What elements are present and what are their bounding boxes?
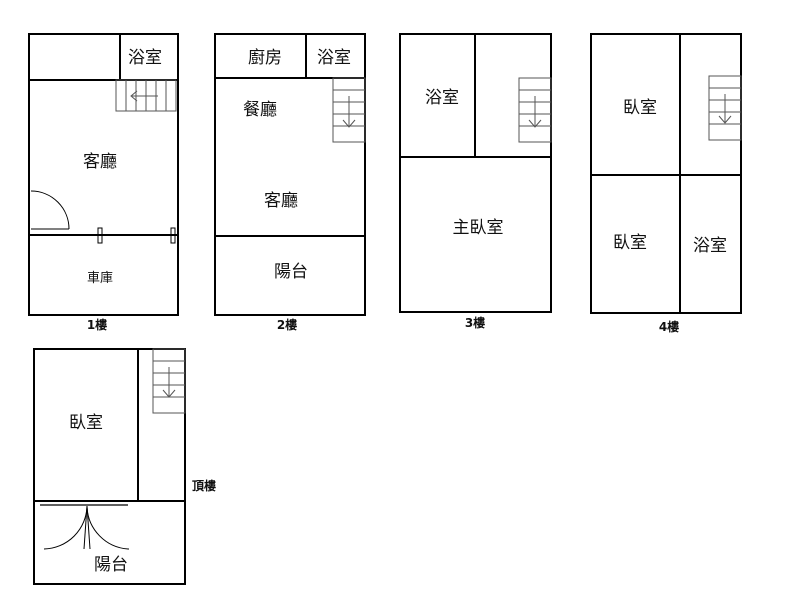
floor-label: 1樓 [87, 317, 107, 332]
stairs-icon [152, 348, 186, 414]
floor-2-plan: 廚房 浴室 餐廳 客廳 陽台 2樓 [214, 33, 366, 332]
roof-floor-plan: 臥室 陽台 頂樓 [33, 348, 216, 585]
floor-4-plan: 臥室 臥室 浴室 4樓 [590, 33, 742, 334]
roof-floor-outline [33, 348, 186, 585]
stairs-icon [518, 77, 552, 143]
garage-door-post-icon [97, 227, 103, 244]
room-label-living: 客廳 [83, 152, 117, 172]
room-label-bath: 浴室 [128, 48, 162, 68]
floor-1-plan: 浴室 客廳 車庫 1樓 [28, 33, 179, 332]
floor-2-outline [214, 33, 366, 316]
room-label-bath: 浴室 [693, 236, 727, 256]
floor-3-plan: 浴室 主臥室 3樓 [399, 33, 552, 330]
door-swing-icon [86, 505, 130, 550]
room-label-bedroom-top: 臥室 [623, 98, 657, 118]
stairs-icon [332, 77, 366, 143]
door-swing-icon [83, 505, 88, 550]
room-label-garage: 車庫 [87, 271, 113, 286]
room-label-dining: 餐廳 [243, 100, 277, 120]
room-label-living: 客廳 [264, 191, 298, 211]
floor-label: 3樓 [465, 315, 485, 330]
door-swing-icon [86, 505, 91, 550]
room-label-bedroom: 臥室 [69, 413, 103, 433]
floor-label: 4樓 [659, 319, 679, 334]
door-swing-icon [30, 190, 70, 230]
room-label-balcony: 陽台 [94, 555, 128, 575]
stairs-icon [708, 75, 742, 141]
floor-label: 頂樓 [192, 478, 216, 493]
stairs-icon [115, 79, 177, 112]
garage-door-post-icon [170, 227, 176, 244]
room-label-balcony: 陽台 [274, 262, 308, 282]
room-label-bath: 浴室 [425, 88, 459, 108]
room-label-bedroom-bottom: 臥室 [613, 233, 647, 253]
floor-1-outline [28, 33, 179, 316]
floor-4-outline [590, 33, 742, 314]
room-label-master-bedroom: 主臥室 [453, 218, 504, 238]
door-swing-icon [43, 505, 88, 550]
room-label-kitchen: 廚房 [248, 47, 282, 68]
floor-label: 2樓 [277, 317, 297, 332]
room-label-bath: 浴室 [317, 48, 351, 68]
